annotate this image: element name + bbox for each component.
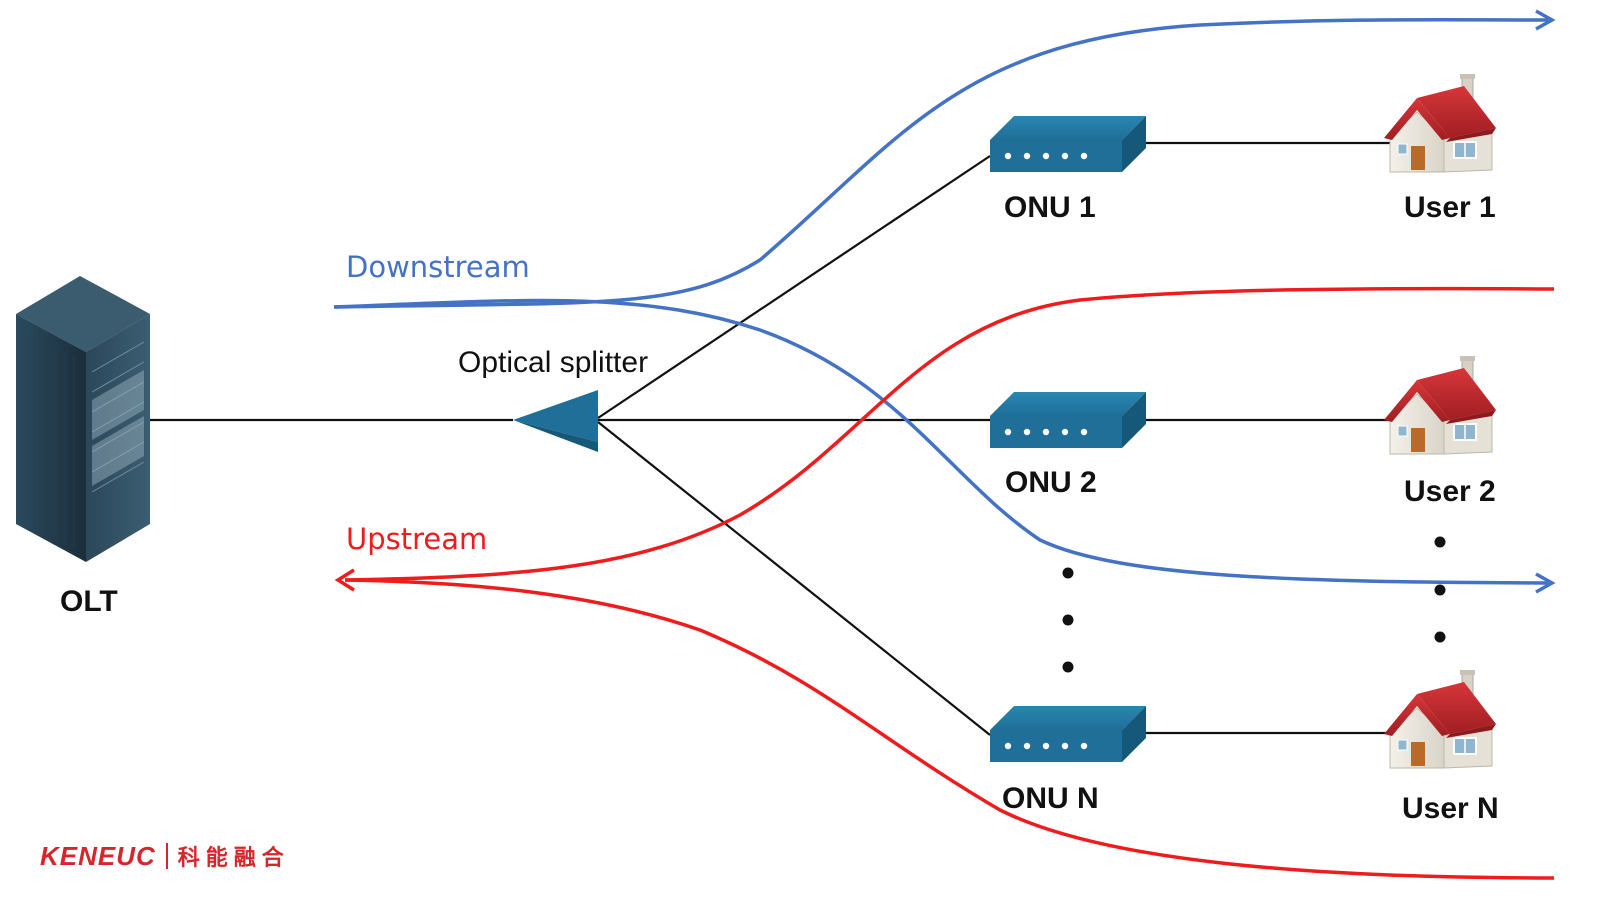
onu-ellipsis-dots — [1062, 567, 1074, 673]
olt-rack-icon — [16, 276, 150, 562]
splitter-onu1-link — [597, 155, 991, 419]
downstream-curve-bottom — [333, 298, 1549, 585]
upstream-label: Upstream — [346, 522, 487, 556]
user-ellipsis-dots — [1434, 536, 1446, 643]
downstream-curve-top — [333, 17, 1549, 309]
logo-wordmark: KENEUC — [40, 840, 156, 871]
onu-n-icon — [990, 706, 1146, 762]
onu-1-label: ONU 1 — [1004, 191, 1096, 224]
splitter-label: Optical splitter — [458, 346, 648, 379]
user-2-label: User 2 — [1404, 475, 1496, 508]
onu-2-label: ONU 2 — [1005, 466, 1097, 499]
user-1-house-icon — [1383, 73, 1497, 173]
company-logo: KENEUC 科能融合 — [40, 836, 290, 876]
olt-label: OLT — [60, 585, 118, 618]
downstream-arrowhead-top — [1535, 9, 1556, 31]
upstream-curves — [334, 286, 1555, 880]
fibre-links — [150, 141, 1392, 736]
user-n-label: User N — [1402, 792, 1499, 825]
onu-1-icon — [990, 116, 1146, 172]
onu-2-icon — [990, 392, 1146, 448]
onu-n-label: ONU N — [1002, 782, 1099, 815]
splitter-onuN-link — [597, 421, 991, 736]
user-n-house-icon — [1383, 669, 1497, 769]
optical-splitter-icon — [513, 390, 598, 452]
user-2-house-icon — [1383, 355, 1497, 455]
logo-chinese-text: 科能融合 — [177, 846, 290, 871]
upstream-curve-bottom — [344, 578, 1555, 880]
upstream-arrowhead — [334, 568, 355, 592]
logo-separator — [165, 843, 168, 869]
downstream-curves — [333, 9, 1556, 594]
user-1-label: User 1 — [1404, 191, 1496, 224]
downstream-label: Downstream — [346, 250, 530, 284]
upstream-curve-top — [344, 286, 1555, 582]
downstream-arrowhead-bottom — [1535, 572, 1556, 594]
